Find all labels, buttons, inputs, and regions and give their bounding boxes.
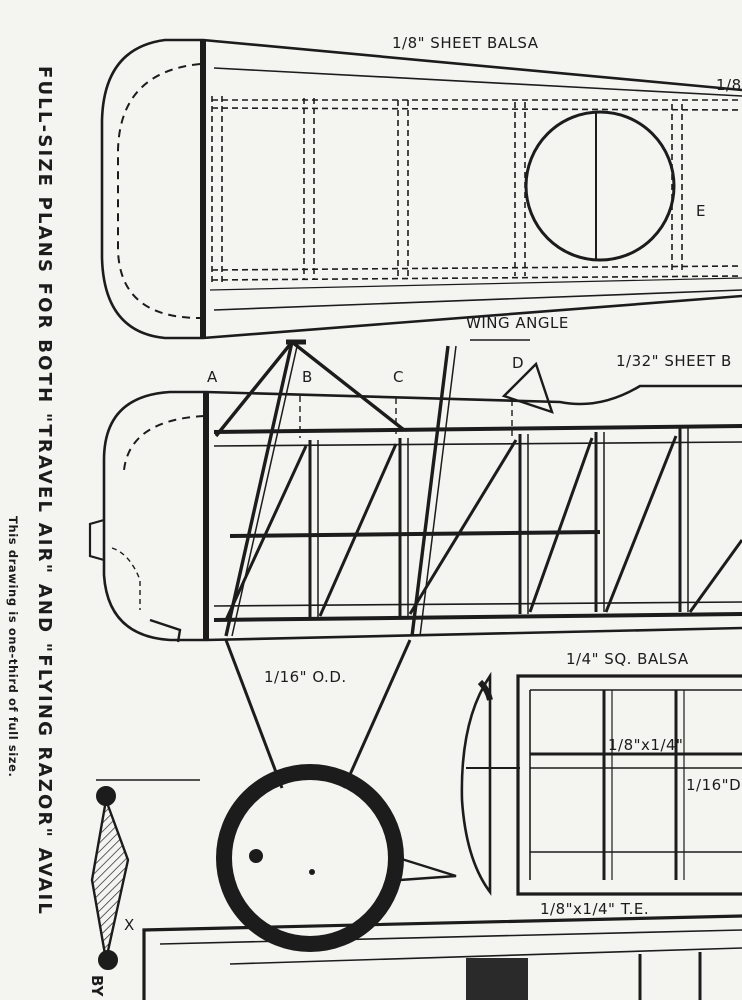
label-od-tube: 1/16" O.D.: [264, 668, 347, 686]
label-wing-angle: WING ANGLE: [466, 314, 569, 332]
side-title: FULL-SIZE PLANS FOR BOTH "TRAVEL AIR" AN…: [34, 66, 55, 917]
label-b: B: [302, 368, 313, 386]
fuselage-side-view: [88, 339, 742, 643]
label-sheet-balsa-side: 1/32" SHEET B: [616, 352, 732, 370]
hatched-strut-part: [90, 779, 200, 970]
label-te: 1/8"x1/4" T.E.: [540, 900, 650, 918]
label-dia: 1/16"DI: [686, 776, 742, 794]
label-x: X: [124, 916, 135, 934]
label-e: E: [696, 202, 706, 220]
scale-note: This drawing is one-third of full size.: [6, 516, 20, 778]
byline-fragment: BY: [88, 975, 106, 997]
lower-wing-frame: [142, 914, 742, 1000]
rudder-profile: [460, 671, 520, 896]
label-sheet-balsa-top: 1/8" SHEET BALSA: [392, 34, 539, 52]
fuselage-top-view: [100, 38, 742, 340]
label-c: C: [393, 368, 404, 386]
label-top-right-cut: 1/8: [716, 76, 742, 94]
label-sq-balsa: 1/4" SQ. BALSA: [566, 650, 689, 668]
label-d: D: [512, 354, 525, 372]
tail-surface-frame: [516, 674, 742, 896]
label-a: A: [207, 368, 218, 386]
landing-gear: [216, 639, 457, 952]
label-spar: 1/8"x1/4": [608, 736, 684, 754]
